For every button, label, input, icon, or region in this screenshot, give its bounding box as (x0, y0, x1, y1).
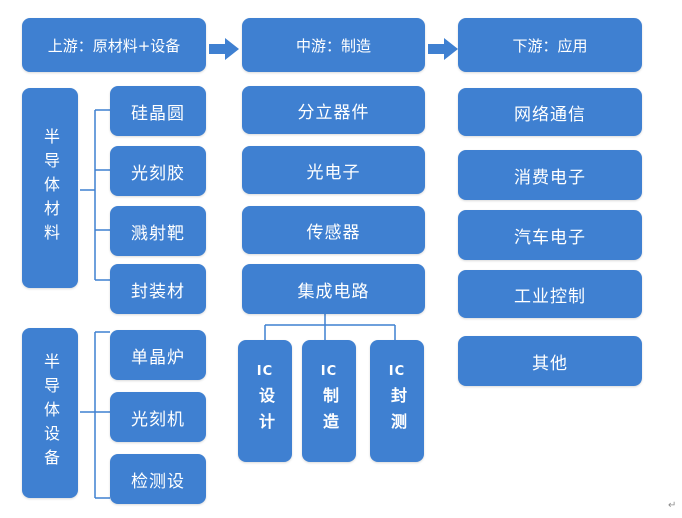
app-network-communication: 网络通信 (458, 88, 642, 136)
materials-label: 半导体材料 (22, 88, 78, 288)
app-automotive-electronics: 汽车电子 (458, 210, 642, 260)
ic-design-prefix: IC (256, 363, 274, 379)
ic-packaging-testing-prefix: IC (388, 363, 406, 379)
material-sputtering-target: 溅射靶 (110, 206, 206, 256)
ic-packaging-testing-text: 封测 (388, 386, 407, 439)
ic-manufacturing-text: 制造 (320, 386, 339, 439)
ic-design-text: 设计 (256, 386, 275, 439)
app-industrial-control: 工业控制 (458, 270, 642, 318)
app-consumer-electronics: 消费电子 (458, 150, 642, 200)
return-mark-icon: ↵ (668, 500, 677, 511)
ic-manufacturing: IC 制造 (302, 340, 356, 462)
ic-manufacturing-prefix: IC (320, 363, 338, 379)
equipment-single-crystal-furnace: 单晶炉 (110, 330, 206, 380)
material-silicon-wafer: 硅晶圆 (110, 86, 206, 136)
material-photoresist: 光刻胶 (110, 146, 206, 196)
equipment-bracket (80, 331, 110, 499)
right-arrow-icon (209, 38, 239, 60)
midstream-header: 中游：制造 (242, 18, 425, 72)
right-arrow-icon (428, 38, 458, 60)
downstream-header: 下游：应用 (458, 18, 642, 72)
ic-branch-lines (264, 314, 396, 340)
equipment-lithography-machine: 光刻机 (110, 392, 206, 442)
upstream-header: 上游：原材料+设备 (22, 18, 206, 72)
mid-discrete-devices: 分立器件 (242, 86, 425, 134)
ic-design: IC 设计 (238, 340, 292, 462)
mid-integrated-circuits: 集成电路 (242, 264, 425, 314)
equipment-inspection: 检测设 (110, 454, 206, 504)
app-other: 其他 (458, 336, 642, 386)
mid-optoelectronics: 光电子 (242, 146, 425, 194)
mid-sensors: 传感器 (242, 206, 425, 254)
materials-bracket (80, 109, 110, 281)
material-packaging: 封装材 (110, 264, 206, 314)
ic-packaging-testing: IC 封测 (370, 340, 424, 462)
equipment-label: 半导体设备 (22, 328, 78, 498)
